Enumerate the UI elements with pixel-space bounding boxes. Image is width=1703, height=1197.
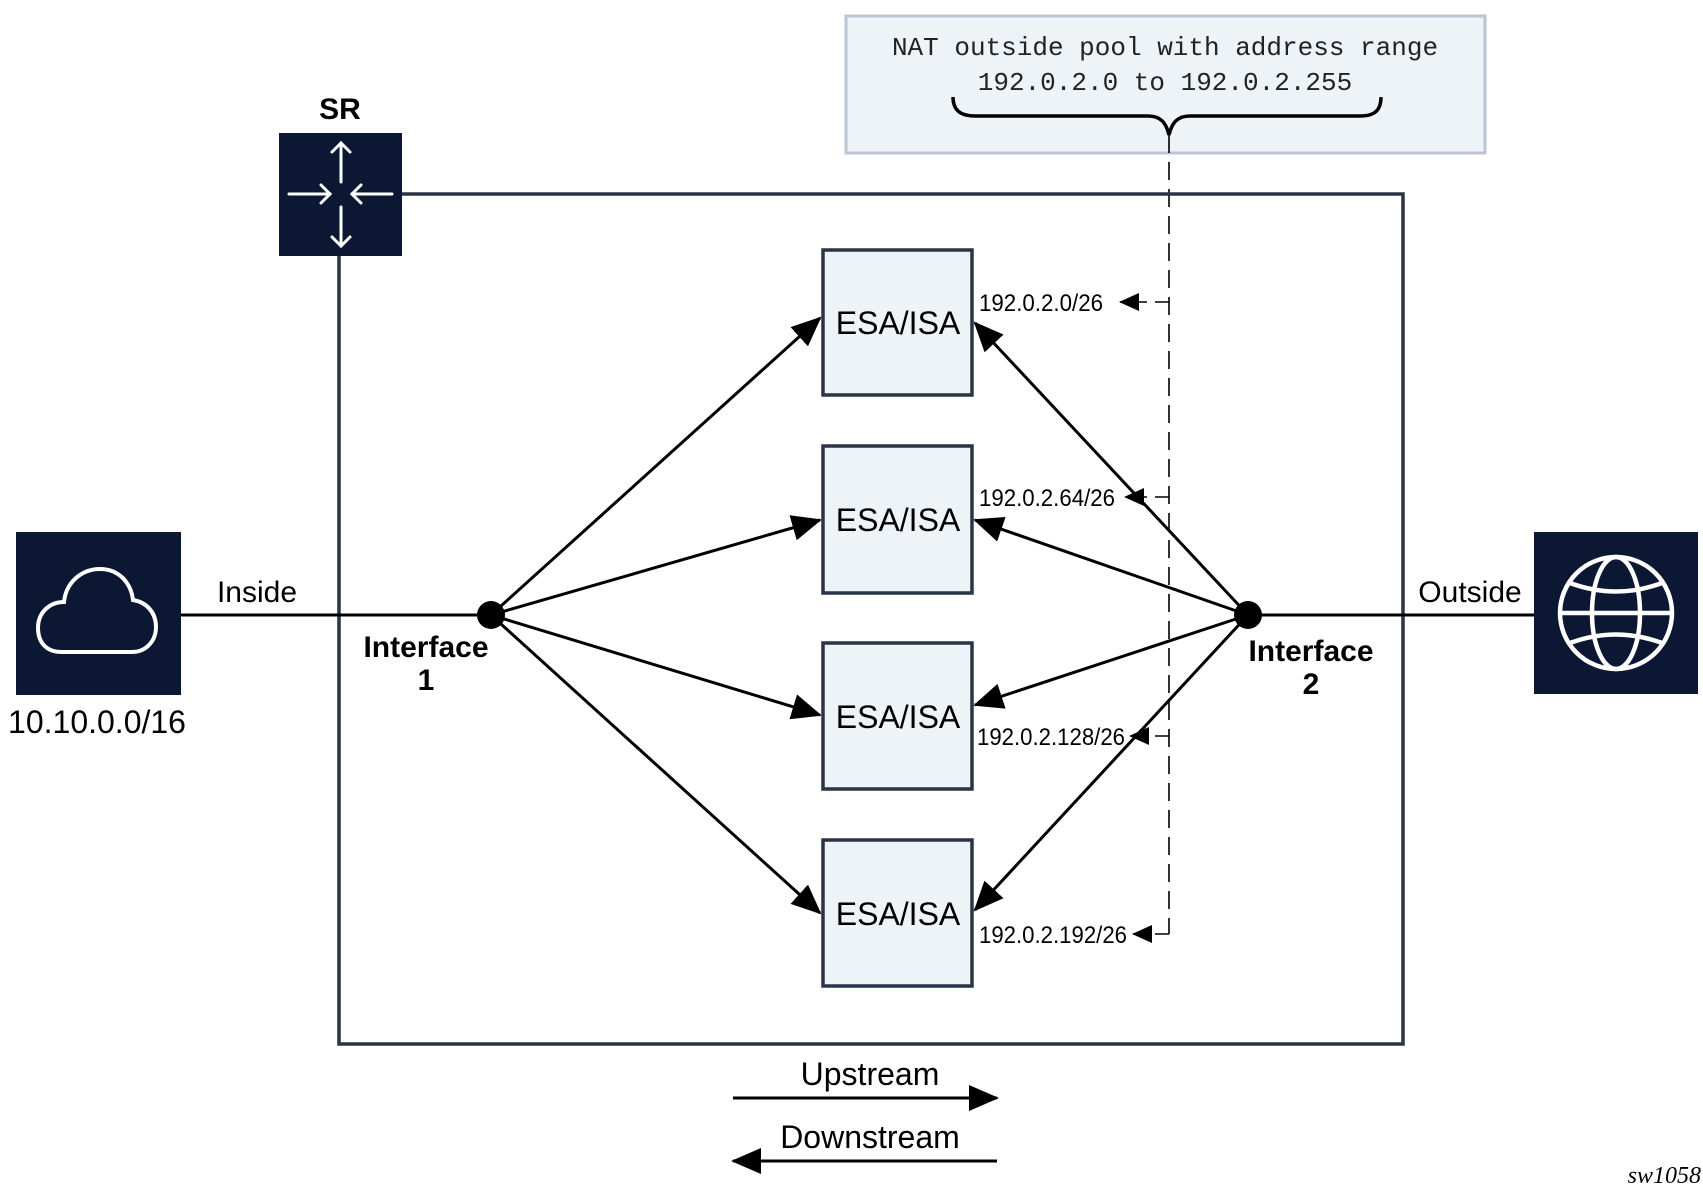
- interface-1-label: Interface: [363, 631, 488, 664]
- downstream-label: Downstream: [780, 1119, 960, 1155]
- inside-network: 10.10.0.0/16: [8, 532, 186, 740]
- interface-1-number: 1: [418, 664, 435, 697]
- isa-module-label: ESA/ISA: [836, 699, 961, 735]
- isa-subnet-label: 192.0.2.64/26: [979, 485, 1115, 512]
- figure-id: sw1058: [1628, 1163, 1701, 1189]
- nat-pool-title: NAT outside pool with address range: [892, 33, 1438, 63]
- nat-pool-range: 192.0.2.0 to 192.0.2.255: [978, 68, 1352, 98]
- upstream-paths: [489, 316, 822, 915]
- isa-module: ESA/ISA 192.0.2.128/26: [821, 641, 1125, 791]
- nat-pool-box: NAT outside pool with address range 192.…: [844, 14, 1487, 155]
- outside-network: [1534, 532, 1698, 694]
- isa-module: ESA/ISA 192.0.2.192/26: [821, 838, 1127, 988]
- inside-network-address: 10.10.0.0/16: [8, 704, 186, 740]
- isa-module-label: ESA/ISA: [836, 502, 961, 538]
- sr-chassis-frame: [337, 192, 1405, 1046]
- isa-module: ESA/ISA 192.0.2.64/26: [821, 444, 1115, 595]
- inside-label: Inside: [217, 576, 297, 609]
- interface-1-node: [477, 601, 505, 629]
- router-arrows-icon: [287, 140, 394, 249]
- cloud-icon: [35, 566, 159, 654]
- interface-2-number: 2: [1303, 668, 1320, 701]
- isa-subnet-label: 192.0.2.128/26: [977, 724, 1125, 751]
- downstream-paths: [973, 321, 1250, 912]
- outside-label: Outside: [1418, 576, 1521, 609]
- interface-2-label: Interface: [1248, 635, 1373, 668]
- isa-module-label: ESA/ISA: [836, 305, 961, 341]
- isa-module-label: ESA/ISA: [836, 896, 961, 932]
- globe-icon: [1557, 554, 1675, 672]
- interface-2-node: [1234, 601, 1262, 629]
- direction-legend: Upstream Downstream: [731, 1056, 999, 1174]
- isa-subnet-label: 192.0.2.192/26: [979, 922, 1127, 949]
- sr-router: SR: [279, 93, 402, 256]
- upstream-label: Upstream: [801, 1056, 940, 1092]
- isa-subnet-label: 192.0.2.0/26: [979, 290, 1103, 317]
- sr-label: SR: [319, 93, 361, 126]
- pool-distribution-lines: [1119, 135, 1170, 943]
- isa-module: ESA/ISA 192.0.2.0/26: [821, 248, 1103, 397]
